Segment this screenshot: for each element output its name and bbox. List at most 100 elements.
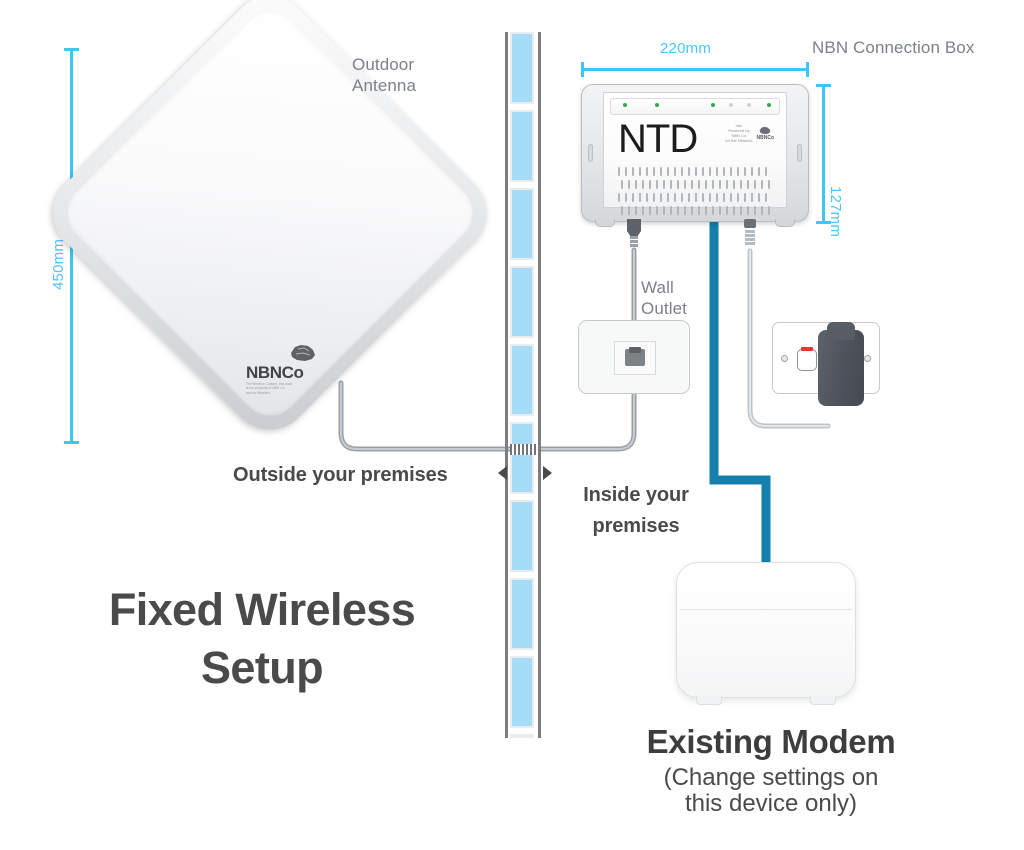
vent-slot: [737, 167, 739, 176]
wall-penetration-conduit: [510, 444, 538, 455]
led-status: [655, 103, 659, 107]
vent-slot: [737, 193, 739, 202]
vent-slot: [649, 206, 651, 215]
ntd-foot-right: [775, 219, 795, 227]
ntd-model-text: NTD: [618, 117, 698, 161]
vent-slot: [653, 167, 655, 176]
vent-slot: [730, 167, 732, 176]
nbn-connection-box-ntd: NTD nbn Powered by NBN Co for the Networ…: [581, 84, 809, 227]
vent-slot: [684, 180, 686, 189]
vent-slot: [688, 193, 690, 202]
modem-foot-right: [810, 696, 836, 705]
vent-slot: [730, 193, 732, 202]
ntd-australia-map-icon: [759, 126, 771, 134]
wall-brick: [510, 578, 534, 650]
vent-slot: [698, 180, 700, 189]
vent-slot: [740, 206, 742, 215]
wall-brick: [510, 266, 534, 338]
ntd-foot-left: [595, 219, 615, 227]
socket-switch[interactable]: [797, 349, 817, 371]
vent-slot: [702, 167, 704, 176]
power-connector-head: [744, 219, 756, 245]
vent-slot: [712, 180, 714, 189]
modem-body: [676, 562, 856, 698]
ntd-height-cap-top: [816, 84, 831, 87]
vent-slot: [618, 193, 620, 202]
vent-slot: [751, 167, 753, 176]
vent-slot: [684, 206, 686, 215]
vent-slot: [649, 180, 651, 189]
nbn-connection-box-label: NBN Connection Box: [812, 38, 975, 57]
modem-foot-left: [696, 696, 722, 705]
vent-slot: [639, 193, 641, 202]
vent-slot: [674, 167, 676, 176]
ntd-height-label: 127mm: [827, 186, 844, 238]
vent-slot: [663, 206, 665, 215]
ntd-brand-nbn: nbn: [735, 123, 743, 128]
power-plug-top: [827, 322, 855, 340]
vent-slot: [635, 206, 637, 215]
vent-slot: [646, 167, 648, 176]
led-uni-d3: [747, 103, 751, 107]
vent-slot: [754, 206, 756, 215]
antenna-fineprint: The Nbnbox Custom, this data is the prop…: [246, 382, 292, 395]
vent-slot: [765, 193, 767, 202]
led-uni-d1: [711, 103, 715, 107]
vent-slot: [653, 193, 655, 202]
indoor-coax-cable: [534, 389, 637, 452]
outside-premises-label: Outside your premises: [233, 464, 448, 486]
vent-slot: [639, 167, 641, 176]
vent-slot: [726, 180, 728, 189]
page-title-line1: Fixed Wireless: [108, 584, 416, 635]
ntd-led-bar: [610, 98, 780, 115]
vent-slot: [691, 180, 693, 189]
vent-slot: [733, 180, 735, 189]
ntd-width-cap-right: [806, 62, 809, 77]
antenna-coax-cable-highlight: [340, 382, 521, 450]
vent-slot: [705, 180, 707, 189]
ntd-width-label: 220mm: [660, 40, 712, 57]
vent-slot: [632, 193, 634, 202]
vent-slot: [747, 206, 749, 215]
vent-slot: [695, 167, 697, 176]
vent-slot: [723, 193, 725, 202]
vent-slot: [758, 167, 760, 176]
ntd-height-dimension-line: [822, 84, 825, 224]
vent-slot: [667, 167, 669, 176]
vent-slot: [656, 180, 658, 189]
vent-slot: [660, 193, 662, 202]
antenna-dimension-label: 450mm: [50, 238, 67, 290]
wall-brick: [510, 32, 534, 104]
ntd-side-vent-left: [588, 144, 593, 162]
led-uni-d4: [767, 103, 771, 107]
existing-modem-title: Existing Modem: [646, 723, 896, 760]
wall-brick: [510, 422, 534, 494]
vent-slot: [625, 193, 627, 202]
ntd-height-cap-bottom: [816, 221, 831, 224]
vent-slot: [716, 167, 718, 176]
vent-slot: [702, 193, 704, 202]
vent-slot: [705, 206, 707, 215]
antenna-brand-text: NBNCo: [246, 363, 304, 382]
vent-slot: [691, 206, 693, 215]
wall-edge-left: [505, 32, 508, 738]
antenna-coax-cable: [338, 380, 523, 452]
vent-slot: [646, 193, 648, 202]
vent-slot: [681, 167, 683, 176]
socket-switch-indicator: [801, 347, 813, 351]
wall-brick: [510, 188, 534, 260]
vent-slot: [642, 180, 644, 189]
modem-seam: [680, 609, 852, 610]
vent-slot: [768, 180, 770, 189]
vent-slot: [670, 180, 672, 189]
vent-slot: [625, 167, 627, 176]
vent-slot: [751, 193, 753, 202]
page-title-line2: Setup: [200, 642, 324, 693]
premises-wall: [505, 32, 545, 738]
existing-modem-note-line1: (Change settings on: [663, 764, 879, 791]
vent-slot: [681, 193, 683, 202]
vent-slot: [656, 206, 658, 215]
antenna-dimension-cap-top: [64, 48, 79, 51]
led-uni-d2: [729, 103, 733, 107]
ntd-width-dimension-line: [581, 68, 809, 71]
